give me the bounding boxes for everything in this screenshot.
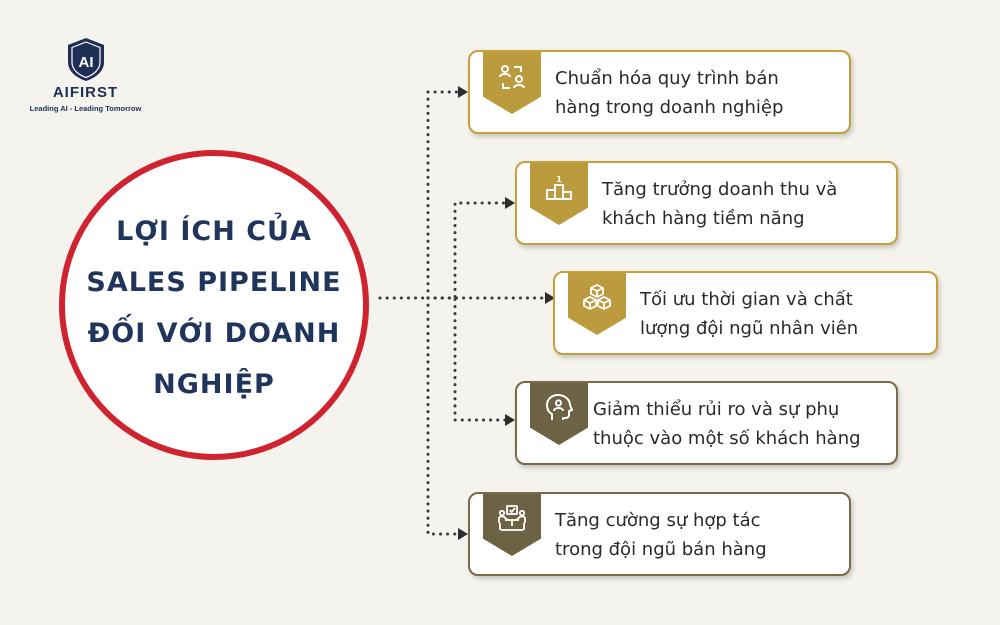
benefit-text-line: Chuẩn hóa quy trình bán <box>555 68 779 89</box>
arrowhead-1 <box>458 86 468 98</box>
benefit-text-line: khách hàng tiềm năng <box>602 208 805 229</box>
center-title-line: SALES PIPELINE <box>86 267 342 298</box>
connector-4 <box>426 296 507 422</box>
connector-5 <box>426 296 460 536</box>
logo-mark-text: AI <box>78 54 93 71</box>
benefit-card-5: Tăng cường sự hợp tác trong đội ngũ bán … <box>468 492 851 576</box>
connector-1 <box>426 90 460 300</box>
arrowhead-3 <box>545 292 555 304</box>
benefit-text-line: hàng trong doanh nghiệp <box>555 97 784 118</box>
connector-2 <box>426 201 507 300</box>
logo: AI AIFIRST Leading AI - Leading Tomorrow <box>28 36 143 113</box>
benefit-text-line: Giảm thiểu rủi ro và sự phụ <box>593 399 840 420</box>
svg-text:1: 1 <box>556 175 562 184</box>
team-collaboration-icon <box>483 494 541 556</box>
benefit-text-line: Tối ưu thời gian và chất <box>640 289 853 310</box>
benefit-text-line: Tăng cường sự hợp tác <box>555 510 761 531</box>
shield-logo-icon: AI <box>67 38 104 81</box>
arrowhead-5 <box>458 528 468 540</box>
benefit-text-line: lượng đội ngũ nhân viên <box>640 318 859 339</box>
benefit-card-1: Chuẩn hóa quy trình bán hàng trong doanh… <box>468 50 851 134</box>
benefit-card-3: Tối ưu thời gian và chất lượng đội ngũ n… <box>553 271 938 355</box>
brand-tagline: Leading AI - Leading Tomorrow <box>29 104 142 113</box>
center-title-line: NGHIỆP <box>153 369 275 400</box>
center-title-line: LỢI ÍCH CỦA <box>116 216 312 247</box>
arrowhead-4 <box>505 414 515 426</box>
benefit-card-2: 1 Tăng trưởng doanh thu và khách hàng ti… <box>515 161 898 245</box>
benefit-card-4: Giảm thiểu rủi ro và sự phụ thuộc vào mộ… <box>515 381 898 465</box>
brand-name: AIFIRST <box>52 84 119 101</box>
center-title-line: ĐỐI VỚI DOANH <box>87 318 341 349</box>
benefit-text-line: trong đội ngũ bán hàng <box>555 539 767 560</box>
head-person-icon <box>530 383 588 445</box>
people-exchange-icon <box>483 52 541 114</box>
podium-icon: 1 <box>530 163 588 225</box>
benefit-text-line: thuộc vào một số khách hàng <box>593 428 861 449</box>
center-title: LỢI ÍCH CỦA SALES PIPELINE ĐỐI VỚI DOANH… <box>86 203 341 407</box>
arrowhead-2 <box>505 197 515 209</box>
cubes-icon <box>568 273 626 335</box>
center-circle: LỢI ÍCH CỦA SALES PIPELINE ĐỐI VỚI DOANH… <box>59 150 369 460</box>
benefit-text-line: Tăng trưởng doanh thu và <box>602 179 838 200</box>
